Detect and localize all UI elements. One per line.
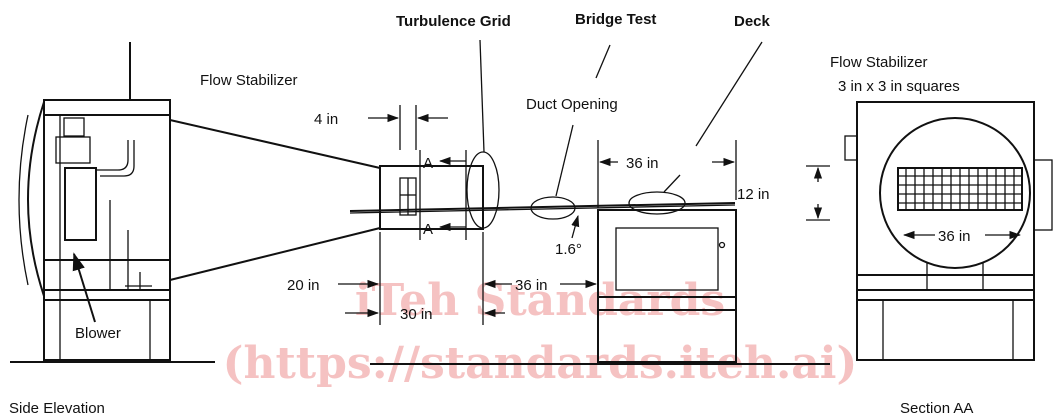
turbulence-grid-marker — [466, 151, 500, 229]
blower-housing — [10, 42, 215, 363]
dim-30in: 30 in — [400, 306, 433, 323]
dim-4in: 4 in — [314, 111, 338, 128]
label-section-aa: Section AA — [900, 400, 973, 417]
section-mark-top: A — [423, 155, 433, 172]
section-aa-view — [844, 101, 1053, 361]
section-aa-markers — [419, 150, 467, 240]
label-squares-note: 3 in x 3 in squares — [838, 78, 960, 95]
dim-12in: 12 in — [737, 186, 770, 203]
deck-marker — [628, 191, 686, 215]
dim-1-6deg: 1.6° — [555, 241, 582, 258]
duct-opening-marker — [530, 196, 576, 220]
dim-20in: 20 in — [287, 277, 320, 294]
dim-36in-bottom: 36 in — [515, 277, 548, 294]
label-flow-stabilizer-right: Flow Stabilizer — [830, 54, 928, 71]
dim-36in-section: 36 in — [938, 228, 971, 245]
watermark-line1: iTeh Standards — [355, 275, 725, 326]
section-mark-bottom: A — [423, 221, 433, 238]
test-stand — [370, 209, 830, 365]
dim-36in-top: 36 in — [626, 155, 659, 172]
label-bridge-test: Bridge Test — [575, 11, 656, 28]
label-side-elevation: Side Elevation — [9, 400, 105, 417]
label-flow-stabilizer-left: Flow Stabilizer — [200, 72, 298, 89]
contraction-section — [169, 118, 736, 282]
dimension-lines — [72, 39, 830, 325]
label-deck: Deck — [734, 13, 771, 30]
label-turbulence-grid: Turbulence Grid — [396, 13, 511, 30]
label-blower: Blower — [75, 325, 121, 342]
label-duct-opening: Duct Opening — [526, 96, 618, 113]
